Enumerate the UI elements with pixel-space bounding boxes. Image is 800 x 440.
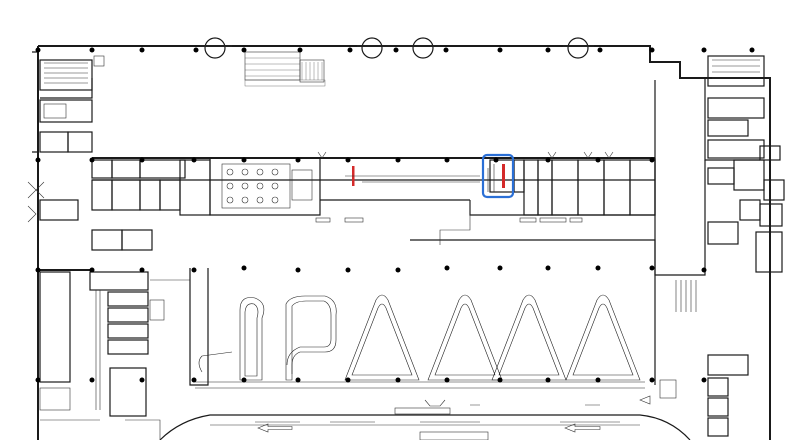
toilet-block-top-left bbox=[39, 55, 105, 153]
structural-columns bbox=[35, 47, 755, 383]
left-wing-rooms bbox=[38, 269, 191, 417]
arrow-left-icon bbox=[564, 423, 601, 433]
baggage-carousels bbox=[195, 294, 645, 389]
left-room-grid bbox=[39, 159, 211, 251]
door-marks bbox=[27, 151, 614, 223]
arrow-right-icon bbox=[639, 395, 651, 405]
arrow-left-icon bbox=[257, 423, 293, 433]
baggage-hall bbox=[189, 239, 656, 386]
escalator-group bbox=[244, 51, 326, 87]
highlight-marker bbox=[345, 153, 515, 245]
dining-area bbox=[221, 163, 313, 209]
road-arrows bbox=[257, 395, 651, 433]
road-lanes bbox=[40, 399, 691, 440]
corridor-rooms-right bbox=[315, 159, 656, 223]
right-wing-rooms bbox=[659, 145, 785, 437]
entrance-vestibules bbox=[200, 37, 594, 59]
toilet-block-top-right bbox=[707, 55, 765, 159]
